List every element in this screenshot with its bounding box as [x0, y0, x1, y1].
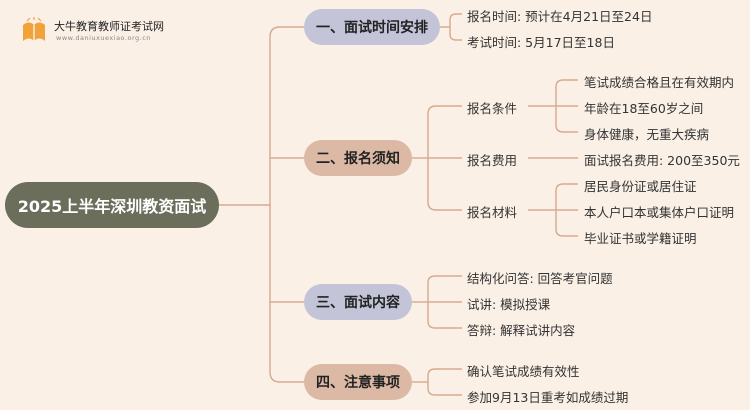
root-topic: 2025上半年深圳教资面试 [5, 182, 219, 228]
brand-logo-icon [23, 17, 45, 41]
condition-item: 笔试成绩合格且在有效期内 [584, 75, 735, 90]
material-item: 本人户口本或集体户口证明 [584, 205, 735, 220]
group-registration-conditions: 报名条件 [467, 101, 518, 116]
section-precautions: 四、注意事项 [304, 364, 412, 400]
precaution-item: 确认笔试成绩有效性 [467, 364, 580, 379]
condition-item: 身体健康，无重大疾病 [584, 127, 710, 142]
content-item: 试讲: 模拟授课 [467, 297, 551, 312]
content-item: 结构化问答: 回答考官问题 [467, 271, 613, 286]
content-item: 答辩: 解释试讲内容 [467, 323, 576, 338]
condition-item: 年龄在18至60岁之间 [584, 101, 704, 116]
schedule-exam-time: 考试时间: 5月17日至18日 [467, 35, 615, 50]
brand-name: 大牛教育教师证考试网 [54, 20, 164, 33]
section-registration-notes: 二、报名须知 [304, 140, 412, 176]
brand-url: www.daniuxuexiao.org.cn [56, 34, 151, 42]
fee-item: 面试报名费用: 200至350元 [584, 153, 740, 168]
group-registration-fee: 报名费用 [467, 153, 518, 168]
group-registration-materials: 报名材料 [467, 205, 518, 220]
schedule-registration-time: 报名时间: 预计在4月21日至24日 [467, 9, 653, 24]
material-item: 毕业证书或学籍证明 [584, 231, 697, 246]
precaution-item: 参加9月13日重考如成绩过期 [467, 390, 629, 405]
material-item: 居民身份证或居住证 [584, 179, 697, 194]
section-interview-schedule: 一、面试时间安排 [304, 9, 440, 45]
section-interview-content: 三、面试内容 [304, 284, 412, 320]
